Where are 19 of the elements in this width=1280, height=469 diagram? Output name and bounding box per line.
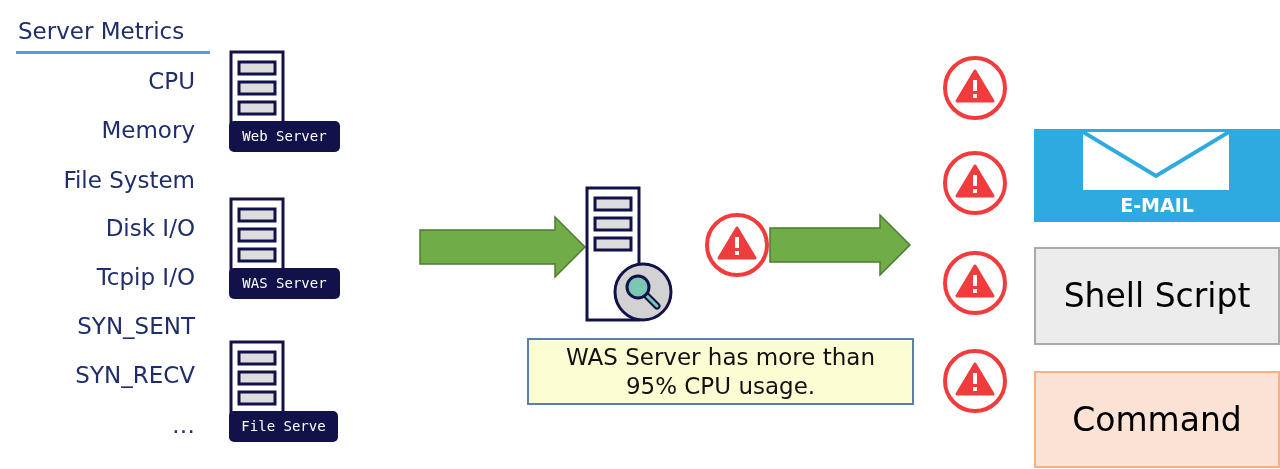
alert-message: WAS Server has more than 95% CPU usage. — [527, 338, 914, 405]
arrow — [769, 213, 912, 277]
metric-label: Memory — [101, 117, 195, 143]
card-title: E-MAIL — [1119, 194, 1195, 216]
server-label: File Serve — [229, 411, 338, 442]
server-label: WAS Server — [229, 268, 340, 299]
metric-label: CPU — [148, 68, 195, 94]
server-label: Web Server — [229, 121, 340, 152]
metric-label: SYN_RECV — [75, 362, 195, 388]
metric-label: File System — [63, 167, 195, 193]
channel-box: Shell Script — [1034, 247, 1280, 345]
channel-box: Command — [1034, 371, 1280, 468]
metric-label: SYN_SENT — [77, 313, 195, 339]
email-card — [1034, 129, 1280, 222]
metric-label: Tcpip I/O — [96, 264, 195, 290]
ellipsis: … — [172, 412, 195, 438]
heading: Server Metrics — [18, 18, 185, 44]
arrow — [419, 215, 587, 279]
metric-label: Disk I/O — [105, 215, 195, 241]
